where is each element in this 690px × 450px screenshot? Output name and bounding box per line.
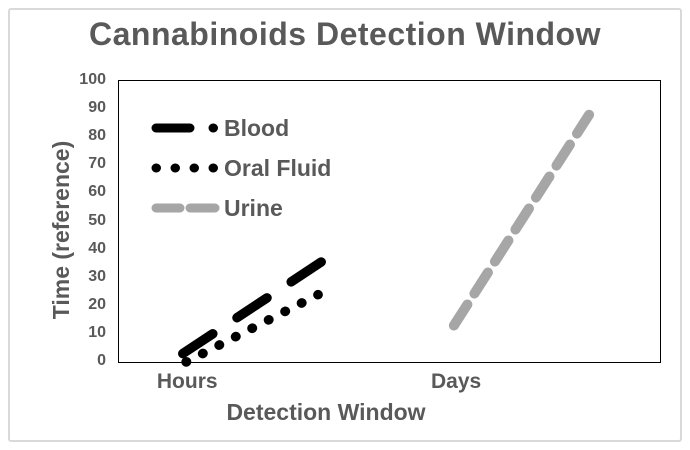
y-tick-label-90: 90 <box>88 99 106 117</box>
legend-item-oral-fluid: Oral Fluid <box>151 154 331 182</box>
x-axis-title: Detection Window <box>226 399 426 425</box>
y-tick-label-80: 80 <box>88 127 106 145</box>
y-tick-label-0: 0 <box>97 352 106 369</box>
y-tick-label-40: 40 <box>88 239 106 257</box>
y-tick-label-60: 60 <box>88 183 106 201</box>
series-line-oral-fluid <box>181 289 323 367</box>
y-tick-label-10: 10 <box>88 323 106 341</box>
legend-sample-oral-fluid <box>151 163 220 173</box>
chart-title: Cannabinoids Detection Window <box>89 16 601 52</box>
legend-sample-blood <box>151 123 220 133</box>
x-category-label-days: Days <box>431 370 482 393</box>
legend-item-blood: Blood <box>151 114 331 142</box>
y-tick-label-100: 100 <box>79 71 106 88</box>
legend-label-blood: Blood <box>224 114 290 141</box>
legend-item-urine: Urine <box>151 194 331 222</box>
y-tick-label-70: 70 <box>88 155 106 173</box>
y-tick-label-20: 20 <box>88 295 106 313</box>
legend-sample-urine <box>151 203 220 213</box>
card-frame <box>8 8 682 442</box>
y-tick-label-50: 50 <box>88 211 106 229</box>
y-tick-label-30: 30 <box>88 267 106 285</box>
legend-label-oral-fluid: Oral Fluid <box>224 154 332 181</box>
legend-label-urine: Urine <box>224 194 283 221</box>
x-category-label-hours: Hours <box>156 370 218 393</box>
series-line-blood <box>178 256 328 359</box>
series-line-urine <box>448 109 595 331</box>
series-lines-svg <box>178 109 595 367</box>
